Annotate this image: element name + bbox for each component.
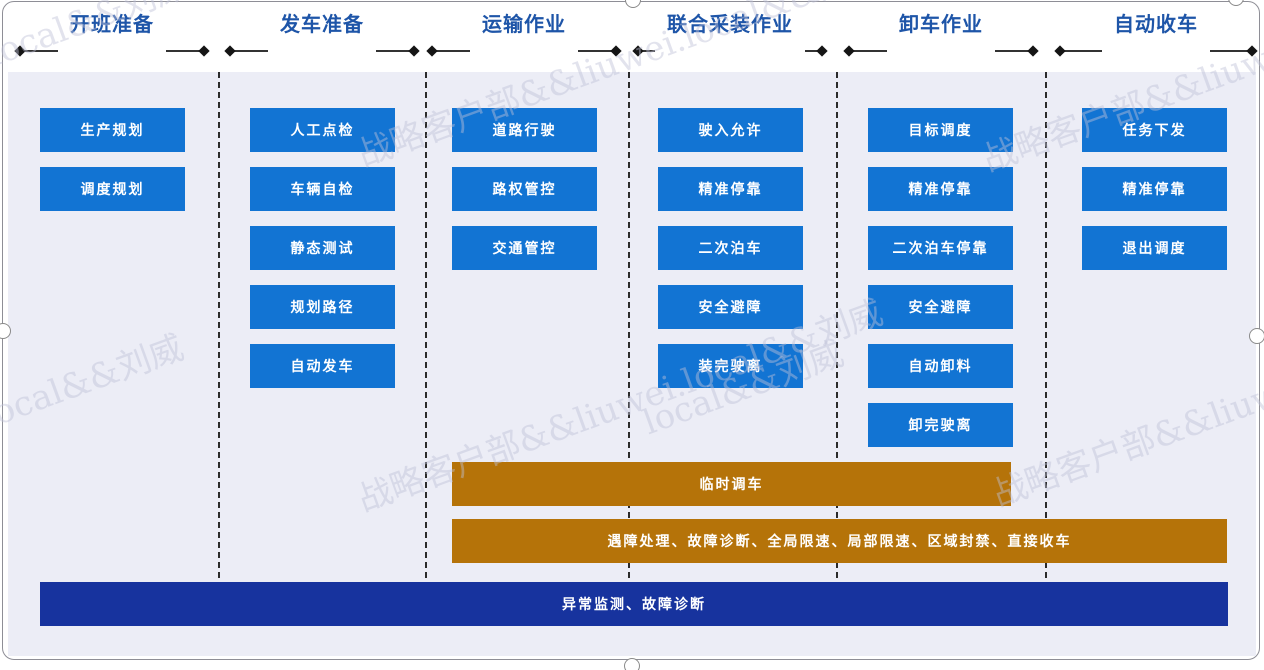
step-box[interactable]: 静态测试 — [250, 226, 395, 270]
diamond-icon — [1027, 44, 1039, 57]
step-box[interactable]: 自动卸料 — [868, 344, 1013, 388]
step-box[interactable]: 安全避障 — [658, 285, 803, 329]
column-separator — [425, 72, 427, 578]
diamond-icon — [408, 44, 420, 57]
column-separator — [836, 72, 838, 578]
phase-axis: 卸车作业 — [843, 36, 1039, 65]
diamond-icon — [426, 44, 438, 57]
phase-title: 卸车作业 — [899, 14, 983, 36]
step-box[interactable]: 精准停靠 — [658, 167, 803, 211]
step-box[interactable]: 精准停靠 — [868, 167, 1013, 211]
bar-exception-handling[interactable]: 遇障处理、故障诊断、全局限速、局部限速、区域封禁、直接收车 — [452, 519, 1227, 563]
step-box[interactable]: 自动发车 — [250, 344, 395, 388]
column-separator — [1045, 72, 1047, 578]
phase-header-kaiban: 开班准备 开班准备 — [14, 6, 210, 57]
phase-title: 运输作业 — [482, 14, 566, 36]
phase-header-shouche: 自动收车 自动收车 — [1054, 6, 1258, 57]
diamond-icon — [1054, 44, 1066, 57]
phase-axis: 开班准备 — [14, 36, 210, 65]
step-box[interactable]: 生产规划 — [40, 108, 185, 152]
bar-abnormal-monitoring[interactable]: 异常监测、故障诊断 — [40, 582, 1228, 626]
phase-title: 开班准备 — [70, 14, 154, 36]
resize-handle-left-middle[interactable] — [0, 323, 11, 339]
step-box[interactable]: 二次泊车 — [658, 226, 803, 270]
phase-axis: 运输作业 — [426, 36, 622, 65]
diamond-icon — [198, 44, 210, 57]
phase-axis: 联合采装作业 — [632, 36, 828, 65]
phase-axis: 自动收车 — [1054, 36, 1258, 65]
step-box[interactable]: 装完驶离 — [658, 344, 803, 388]
step-box[interactable]: 交通管控 — [452, 226, 597, 270]
bar-temporary-dispatch[interactable]: 临时调车 — [452, 462, 1011, 506]
phase-header-caizhuang: 联合采装作业 联合采装作业 — [632, 6, 828, 57]
step-box[interactable]: 目标调度 — [868, 108, 1013, 152]
step-box[interactable]: 精准停靠 — [1082, 167, 1227, 211]
step-box[interactable]: 卸完驶离 — [868, 403, 1013, 447]
phase-title: 自动收车 — [1114, 14, 1198, 36]
phase-header-yunshu: 运输作业 运输作业 — [426, 6, 622, 57]
diamond-icon — [1246, 44, 1258, 57]
phase-title: 联合采装作业 — [667, 14, 793, 36]
step-box[interactable]: 调度规划 — [40, 167, 185, 211]
step-box[interactable]: 任务下发 — [1082, 108, 1227, 152]
phase-header-xieche: 卸车作业 卸车作业 — [843, 6, 1039, 57]
phase-header-fache: 发车准备 发车准备 — [224, 6, 420, 57]
step-box[interactable]: 人工点检 — [250, 108, 395, 152]
step-box[interactable]: 退出调度 — [1082, 226, 1227, 270]
diamond-icon — [843, 44, 855, 57]
resize-handle-right-middle[interactable] — [1249, 328, 1264, 344]
diamond-icon — [816, 44, 828, 57]
step-box[interactable]: 车辆自检 — [250, 167, 395, 211]
diamond-icon — [14, 44, 26, 57]
resize-handle-bottom-center[interactable] — [624, 658, 640, 670]
column-separator — [628, 72, 630, 578]
phase-axis: 发车准备 — [224, 36, 420, 65]
column-separator — [218, 72, 220, 578]
step-box[interactable]: 安全避障 — [868, 285, 1013, 329]
phase-title: 发车准备 — [280, 14, 364, 36]
step-box[interactable]: 规划路径 — [250, 285, 395, 329]
step-box[interactable]: 道路行驶 — [452, 108, 597, 152]
diamond-icon — [224, 44, 236, 57]
step-box[interactable]: 二次泊车停靠 — [868, 226, 1013, 270]
diamond-icon — [632, 44, 644, 57]
step-box[interactable]: 路权管控 — [452, 167, 597, 211]
process-panel — [8, 72, 1256, 656]
step-box[interactable]: 驶入允许 — [658, 108, 803, 152]
diamond-icon — [610, 44, 622, 57]
